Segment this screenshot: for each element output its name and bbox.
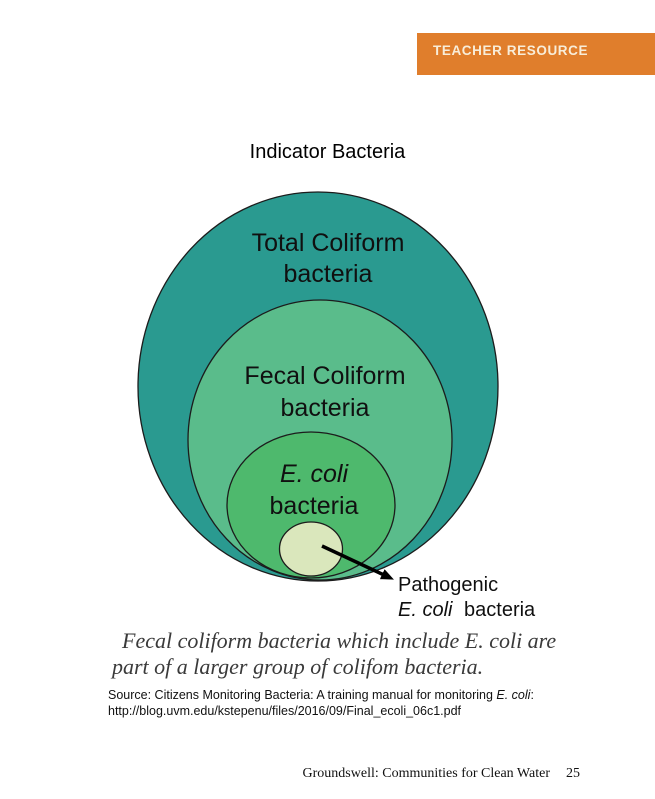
caption-line1: Fecal coliform bacteria which include E.… — [122, 628, 557, 653]
ecoli-label-line1: E. coli — [280, 460, 350, 488]
pathogenic-label-rest: bacteria — [464, 599, 536, 621]
pathogenic-ecoli-circle — [278, 521, 344, 577]
page-title: Indicator Bacteria — [249, 141, 406, 163]
total-coliform-label-line2: bacteria — [284, 260, 373, 288]
source-citation: Source: Citizens Monitoring Bacteria: A … — [108, 687, 534, 719]
source-suffix: : — [530, 688, 534, 702]
pathogenic-label-italic: E. coli — [398, 599, 453, 621]
page-footer: Groundswell: Communities for Clean Water… — [303, 766, 580, 782]
fecal-coliform-label-line1: Fecal Coliform — [244, 362, 405, 390]
teacher-resource-banner: TEACHER RESOURCE — [417, 33, 655, 75]
banner-label: TEACHER RESOURCE — [433, 43, 589, 58]
source-italic: E. coli — [496, 688, 531, 702]
footer-text: Groundswell: Communities for Clean Water — [302, 766, 550, 781]
caption-line2: part of a larger group of colifom bacter… — [112, 654, 484, 679]
pathogenic-label-line1: Pathogenic — [398, 574, 498, 596]
fecal-coliform-label-line2: bacteria — [281, 394, 370, 422]
callout-arrow — [321, 544, 394, 580]
pathogenic-label-line2: E. coli bacteria — [398, 599, 536, 621]
source-url: http://blog.uvm.edu/kstepenu/files/2016/… — [108, 704, 462, 718]
ecoli-label-line2: bacteria — [270, 492, 359, 520]
total-coliform-label-line1: Total Coliform — [252, 229, 405, 257]
source-line1: Source: Citizens Monitoring Bacteria: A … — [108, 687, 534, 703]
page-number: 25 — [566, 766, 580, 781]
ecoli-circle — [226, 431, 396, 579]
source-prefix: Source: Citizens Monitoring Bacteria: A … — [108, 688, 497, 702]
caption: Fecal coliform bacteria which include E.… — [112, 628, 556, 680]
